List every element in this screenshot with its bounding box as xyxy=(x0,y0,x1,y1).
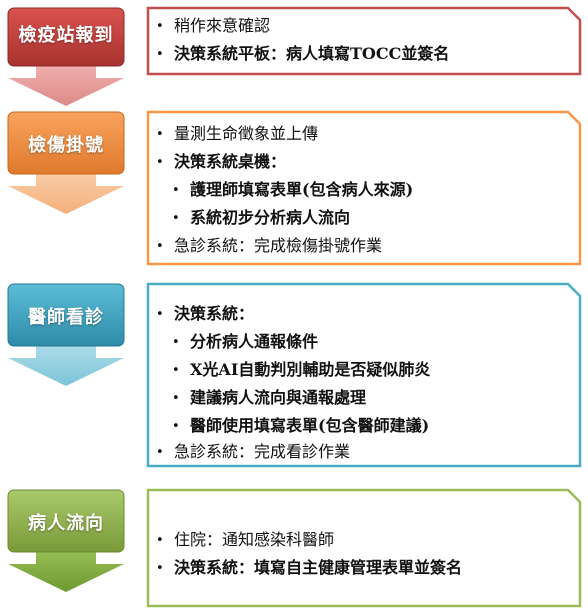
step-3-panel xyxy=(146,282,582,468)
step-3-line-3: •X光AI自動判別輔助是否疑似肺炎 xyxy=(172,360,431,379)
step-2-line-4: •系統初步分析病人流向 xyxy=(172,208,351,227)
bullet-icon: • xyxy=(156,239,164,254)
step-1-chevron xyxy=(7,7,125,106)
step-2-label: 檢傷掛號 xyxy=(28,135,104,156)
step-3-chevron xyxy=(7,283,125,386)
step-3-line-5: •醫師使用填寫表單(包含醫師建議) xyxy=(172,416,430,435)
step-2-line-1: •量測生命徵象並上傳 xyxy=(156,124,319,143)
bullet-icon: • xyxy=(172,211,180,226)
step-3-line-4: •建議病人流向與通報處理 xyxy=(172,388,367,407)
bullet-icon: • xyxy=(172,183,180,198)
step-1-line-2: •決策系統平板：病人填寫TOCC並簽名 xyxy=(156,44,450,63)
bullet-icon: • xyxy=(156,47,164,62)
bullet-icon: • xyxy=(172,419,180,434)
bullet-icon: • xyxy=(156,127,164,142)
bullet-icon: • xyxy=(172,391,180,406)
bullet-icon: • xyxy=(156,445,164,460)
bullet-icon: • xyxy=(172,363,180,378)
step-4-line-1: •住院：通知感染科醫師 xyxy=(156,530,335,549)
bullet-icon: • xyxy=(156,561,164,576)
step-3-label: 醫師看診 xyxy=(28,307,104,328)
step-2-line-2: •決策系統桌機： xyxy=(156,152,287,171)
step-1-panel xyxy=(146,6,582,76)
step-4-line-2: •決策系統：填寫自主健康管理表單並簽名 xyxy=(156,558,463,577)
step-1-label: 檢疫站報到 xyxy=(18,25,114,46)
step-2-panel xyxy=(146,110,582,266)
step-2-line-5: •急診系統：完成檢傷掛號作業 xyxy=(156,236,383,255)
bullet-icon: • xyxy=(156,19,164,34)
bullet-icon: • xyxy=(156,155,164,170)
step-1-line-1: •稍作來意確認 xyxy=(156,16,271,35)
step-2-line-3: •護理師填寫表單(包含病人來源) xyxy=(172,180,414,199)
step-4-panel xyxy=(146,488,582,608)
step-3-line-2: •分析病人通報條件 xyxy=(172,332,319,351)
bullet-icon: • xyxy=(156,533,164,548)
step-4-chevron xyxy=(7,489,125,592)
step-4-label: 病人流向 xyxy=(28,513,104,534)
step-3-line-1: •決策系統： xyxy=(156,304,255,323)
step-2-chevron xyxy=(7,111,125,214)
bullet-icon: • xyxy=(172,335,180,350)
step-3-line-6: •急診系統：完成看診作業 xyxy=(156,442,351,461)
bullet-icon: • xyxy=(156,307,164,322)
